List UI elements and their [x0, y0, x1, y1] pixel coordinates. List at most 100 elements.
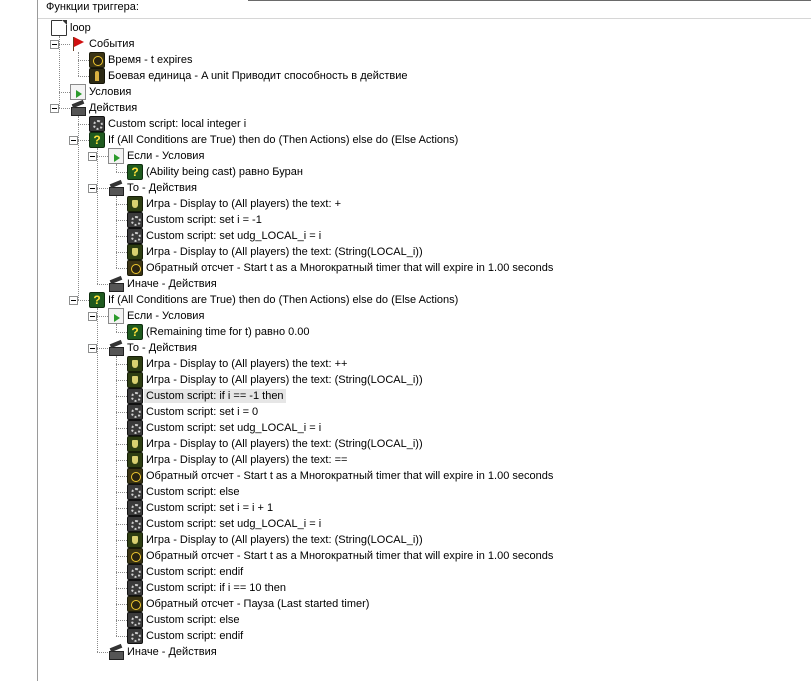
tree-node[interactable]: Обратный отсчет - Start t as a Многократ… [38, 260, 808, 276]
tree-node-label: (Ability being cast) равно Буран [146, 166, 303, 178]
tree-connector-vertical [116, 324, 117, 332]
tree-connector-horizontal [116, 412, 127, 413]
tree-connector-horizontal [116, 492, 127, 493]
tree-node-label: Custom script: set i = 0 [146, 406, 259, 418]
tree-node[interactable]: Боевая единица - A unit Приводит способн… [38, 68, 808, 84]
tree-node-label: Игра - Display to (All players) the text… [146, 438, 423, 450]
tree-node[interactable]: Условия [38, 84, 808, 100]
tree-node-label: Custom script: set udg_LOCAL_i = i [146, 518, 322, 530]
tree-node[interactable]: Custom script: set udg_LOCAL_i = i [38, 420, 808, 436]
action-icon [70, 100, 86, 116]
condition-icon [70, 84, 86, 100]
tree-connector-horizontal [78, 76, 89, 77]
tree-node[interactable]: Custom script: if i == -1 then [38, 388, 808, 404]
tree-node-label: Custom script: local integer i [108, 118, 247, 130]
tree-connector-horizontal [59, 108, 70, 109]
tree-node-label: Custom script: endif [146, 630, 244, 642]
tree-node-label: Условия [89, 86, 132, 98]
tree-node-label: То - Действия [127, 342, 197, 354]
tree-node[interactable]: loop [38, 20, 808, 36]
tree-node[interactable]: Игра - Display to (All players) the text… [38, 532, 808, 548]
clock-icon [127, 468, 143, 484]
collapse-toggle-icon[interactable] [69, 136, 78, 145]
action-icon [108, 340, 124, 356]
collapse-toggle-icon[interactable] [69, 296, 78, 305]
tree-node[interactable]: Custom script: if i == 10 then [38, 580, 808, 596]
tree-connector-horizontal [116, 444, 127, 445]
tree-connector-horizontal [116, 172, 127, 173]
tree-node[interactable]: Игра - Display to (All players) the text… [38, 356, 808, 372]
tree-node[interactable]: Игра - Display to (All players) the text… [38, 452, 808, 468]
gear-icon [127, 484, 143, 500]
tree-node[interactable]: Время - t expires [38, 52, 808, 68]
tree-node[interactable]: Иначе - Действия [38, 276, 808, 292]
tree-node[interactable]: События [38, 36, 808, 52]
tree-node[interactable]: Если - Условия [38, 308, 808, 324]
tree-node-label: Обратный отсчет - Start t as a Многократ… [146, 550, 554, 562]
game-icon [127, 356, 143, 372]
tree-node[interactable]: Игра - Display to (All players) the text… [38, 244, 808, 260]
tree-node[interactable]: Custom script: set udg_LOCAL_i = i [38, 516, 808, 532]
tree-node[interactable]: Custom script: set udg_LOCAL_i = i [38, 228, 808, 244]
tree-node[interactable]: Действия [38, 100, 808, 116]
tree-node[interactable]: Иначе - Действия [38, 644, 808, 660]
tree-connector-horizontal [116, 636, 127, 637]
tree-node-label: Игра - Display to (All players) the text… [146, 534, 423, 546]
tree-connector-horizontal [116, 620, 127, 621]
tree-node[interactable]: ?(Ability being cast) равно Буран [38, 164, 808, 180]
collapse-toggle-icon[interactable] [88, 344, 97, 353]
tree-node[interactable]: Custom script: set i = i + 1 [38, 500, 808, 516]
tree-node-label: Игра - Display to (All players) the text… [146, 374, 423, 386]
tree-node[interactable]: Custom script: else [38, 484, 808, 500]
tree-node[interactable]: ?(Remaining time for t) равно 0.00 [38, 324, 808, 340]
tree-node[interactable]: Игра - Display to (All players) the text… [38, 372, 808, 388]
top-divider [248, 0, 811, 1]
tree-connector-vertical [78, 116, 79, 300]
collapse-toggle-icon[interactable] [88, 312, 97, 321]
gear-icon [89, 116, 105, 132]
tree-connector-horizontal [78, 300, 89, 301]
tree-node[interactable]: То - Действия [38, 180, 808, 196]
tree-node[interactable]: Игра - Display to (All players) the text… [38, 436, 808, 452]
collapse-toggle-icon[interactable] [88, 152, 97, 161]
tree-node[interactable]: Игра - Display to (All players) the text… [38, 196, 808, 212]
unit-icon [89, 68, 105, 84]
tree-connector-vertical [97, 308, 98, 652]
tree-node[interactable]: Обратный отсчет - Пауза (Last started ti… [38, 596, 808, 612]
collapse-toggle-icon[interactable] [50, 104, 59, 113]
tree-connector-horizontal [116, 396, 127, 397]
collapse-toggle-icon[interactable] [88, 184, 97, 193]
tree-node[interactable]: Если - Условия [38, 148, 808, 164]
game-icon [127, 436, 143, 452]
tree-node[interactable]: Обратный отсчет - Start t as a Многократ… [38, 468, 808, 484]
game-icon [127, 452, 143, 468]
tree-node[interactable]: ?If (All Conditions are True) then do (T… [38, 132, 808, 148]
tree-connector-horizontal [116, 508, 127, 509]
tree-node[interactable]: Custom script: else [38, 612, 808, 628]
game-icon [127, 532, 143, 548]
tree-connector-vertical [116, 196, 117, 268]
clock-icon [127, 548, 143, 564]
question-icon: ? [89, 292, 105, 308]
tree-node[interactable]: Custom script: set i = -1 [38, 212, 808, 228]
tree-node-label: Игра - Display to (All players) the text… [146, 198, 342, 210]
tree-node[interactable]: Обратный отсчет - Start t as a Многократ… [38, 548, 808, 564]
tree-node-label: If (All Conditions are True) then do (Th… [108, 134, 459, 146]
game-icon [127, 244, 143, 260]
tree-node[interactable]: Custom script: endif [38, 564, 808, 580]
tree-connector-vertical [116, 356, 117, 636]
tree-node-label: Custom script: else [146, 614, 240, 626]
tree-node[interactable]: То - Действия [38, 340, 808, 356]
tree-node[interactable]: Custom script: endif [38, 628, 808, 644]
tree-node[interactable]: ?If (All Conditions are True) then do (T… [38, 292, 808, 308]
game-icon [127, 372, 143, 388]
tree-node-label: loop [70, 22, 91, 34]
tree-node[interactable]: Custom script: local integer i [38, 116, 808, 132]
gear-icon [127, 628, 143, 644]
collapse-toggle-icon[interactable] [50, 40, 59, 49]
tree-node-label: Custom script: endif [146, 566, 244, 578]
tree-node[interactable]: Custom script: set i = 0 [38, 404, 808, 420]
tree-node-label: Действия [89, 102, 138, 114]
tree-connector-horizontal [116, 252, 127, 253]
